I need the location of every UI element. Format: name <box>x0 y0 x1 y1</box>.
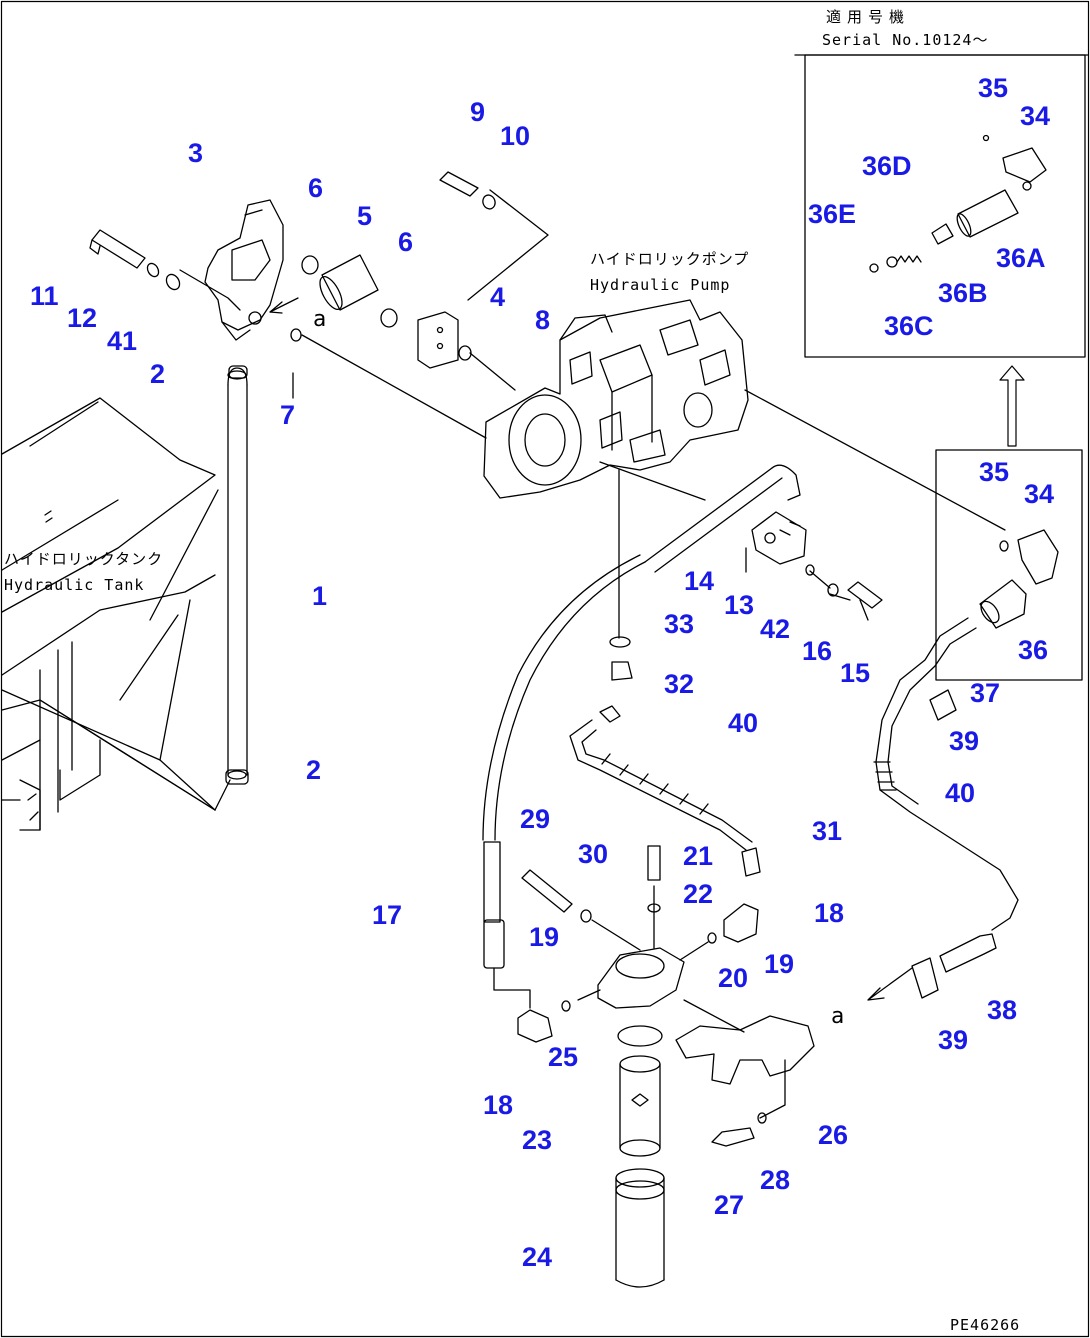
callout-1[interactable]: 1 <box>312 581 328 611</box>
inset-serial: Serial No.10124～ <box>822 31 989 49</box>
callout-14[interactable]: 14 <box>684 566 715 596</box>
callout-15[interactable]: 15 <box>840 658 871 688</box>
elbow-18-left <box>517 989 601 1043</box>
callout-36D[interactable]: 36D <box>862 151 912 181</box>
callout-18[interactable]: 18 <box>814 898 845 928</box>
callout-36[interactable]: 36 <box>1018 635 1049 665</box>
callout-19[interactable]: 19 <box>764 949 795 979</box>
callout-24[interactable]: 24 <box>522 1242 553 1272</box>
inset-title: 適用号機 <box>826 8 911 26</box>
o-ring-25 <box>617 1025 663 1047</box>
callout-11[interactable]: 11 <box>30 281 59 311</box>
callout-30[interactable]: 30 <box>578 839 609 869</box>
callout-9[interactable]: 9 <box>470 97 486 127</box>
filter-case-24 <box>615 1168 665 1288</box>
callout-6[interactable]: 6 <box>308 173 324 203</box>
hose-37-right <box>873 617 1019 931</box>
bolt-9 <box>439 171 496 210</box>
fitting-36-34 <box>979 529 1059 629</box>
ref-a-top: a <box>313 307 327 332</box>
callout-35[interactable]: 35 <box>978 73 1009 103</box>
tank-label-en: Hydraulic Tank <box>4 576 145 594</box>
callout-13[interactable]: 13 <box>724 590 755 620</box>
callout-23[interactable]: 23 <box>522 1125 553 1155</box>
callout-27[interactable]: 27 <box>714 1190 745 1220</box>
callout-37[interactable]: 37 <box>970 678 1001 708</box>
flange-13 <box>751 511 883 621</box>
leader-lines <box>39 189 1006 811</box>
callout-8[interactable]: 8 <box>535 305 551 335</box>
bracket-26 <box>675 999 815 1119</box>
callout-21[interactable]: 21 <box>683 841 714 871</box>
breather-bracket-3 <box>204 199 284 341</box>
callout-39[interactable]: 39 <box>938 1025 969 1055</box>
callout-17[interactable]: 17 <box>372 900 403 930</box>
callout-2[interactable]: 2 <box>150 359 166 389</box>
callout-40[interactable]: 40 <box>945 778 976 808</box>
fitting-38-39 <box>867 933 997 1001</box>
callout-38[interactable]: 38 <box>987 995 1018 1025</box>
callout-34[interactable]: 34 <box>1020 101 1051 131</box>
hose-14 <box>482 464 801 1009</box>
callout-4[interactable]: 4 <box>490 282 506 312</box>
inset-arrow <box>999 365 1025 447</box>
callout-18[interactable]: 18 <box>483 1090 514 1120</box>
callout-6[interactable]: 6 <box>398 227 414 257</box>
pump-label-en: Hydraulic Pump <box>590 276 731 294</box>
ref-arrow-a-top <box>269 297 302 342</box>
callout-28[interactable]: 28 <box>760 1165 791 1195</box>
callout-7[interactable]: 7 <box>280 400 296 430</box>
detail-box <box>935 449 1083 681</box>
fitting-33-32 <box>599 636 633 723</box>
hydraulic-tank <box>1 397 216 831</box>
callout-32[interactable]: 32 <box>664 669 695 699</box>
callout-29[interactable]: 29 <box>520 804 551 834</box>
callout-36E[interactable]: 36E <box>808 199 857 229</box>
callout-10[interactable]: 10 <box>500 121 531 151</box>
callout-36A[interactable]: 36A <box>996 243 1046 273</box>
callout-33[interactable]: 33 <box>664 609 695 639</box>
filter-head-20 <box>597 845 685 1009</box>
callout-36C[interactable]: 36C <box>884 311 934 341</box>
plate-4 <box>417 311 472 369</box>
hydraulic-pump <box>483 299 749 499</box>
callout-19[interactable]: 19 <box>529 922 560 952</box>
pin-5 <box>301 254 398 328</box>
callout-22[interactable]: 22 <box>683 879 714 909</box>
ref-a-bottom: a <box>831 1004 845 1029</box>
bolt-11 <box>89 229 181 291</box>
callout-5[interactable]: 5 <box>357 201 373 231</box>
bolt-29 <box>521 869 641 951</box>
callout-20[interactable]: 20 <box>718 963 749 993</box>
callout-26[interactable]: 26 <box>818 1120 849 1150</box>
callout-3[interactable]: 3 <box>188 138 204 168</box>
hose-40-center <box>569 719 761 877</box>
callout-12[interactable]: 12 <box>67 303 98 333</box>
pipe-1 <box>225 365 249 785</box>
callout-40[interactable]: 40 <box>728 708 759 738</box>
drawing-number: PE46266 <box>950 1316 1021 1334</box>
bolt-27 <box>711 1112 767 1147</box>
callout-36B[interactable]: 36B <box>938 278 988 308</box>
callout-25[interactable]: 25 <box>548 1042 579 1072</box>
pump-label-jp: ハイドロリックポンプ <box>590 250 750 268</box>
callout-42[interactable]: 42 <box>760 614 791 644</box>
callout-31[interactable]: 31 <box>812 816 843 846</box>
callout-2[interactable]: 2 <box>306 755 322 785</box>
callout-35[interactable]: 35 <box>979 457 1010 487</box>
tank-label-jp: ハイドロリックタンク <box>4 550 164 568</box>
callout-41[interactable]: 41 <box>107 326 138 356</box>
serial-inset-box <box>794 54 1089 358</box>
callout-34[interactable]: 34 <box>1024 479 1055 509</box>
filter-element-23 <box>619 1055 661 1157</box>
elbow-18-right <box>679 903 759 961</box>
callout-16[interactable]: 16 <box>802 636 833 666</box>
callout-39[interactable]: 39 <box>949 726 980 756</box>
